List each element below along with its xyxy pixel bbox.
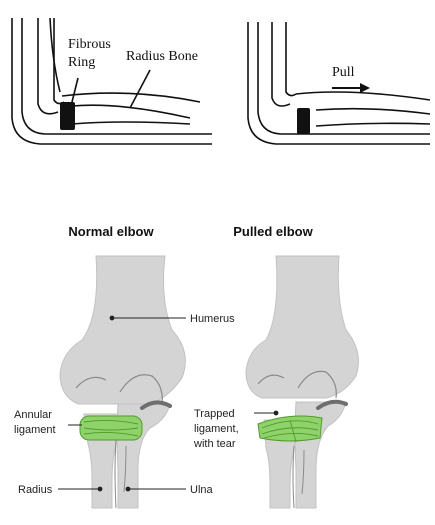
- forearm-upper-line-right: [295, 91, 431, 101]
- radius-label: Radius: [18, 484, 53, 496]
- annular-label-line1: Annular: [14, 409, 52, 421]
- fibrous-ring-block-right: [297, 108, 310, 134]
- humerus-trochlea-line-pulled: [257, 374, 285, 385]
- humerus-label: Humerus: [190, 313, 235, 325]
- fibrous-ring-block: [60, 102, 75, 130]
- ulna-label: Ulna: [190, 484, 214, 496]
- fibrous-ring-pointer: [71, 77, 79, 103]
- radius-pointer-dot: [97, 486, 103, 492]
- radius-ulna-gap: [114, 439, 117, 509]
- ulna-inner-line: [123, 445, 127, 493]
- ulna-cartilage-pulled: [316, 399, 348, 410]
- arm-outline-inner: [21, 18, 212, 135]
- radius-bone-upper: [71, 104, 191, 119]
- trapped-ligament-fibers: [261, 419, 319, 443]
- radius-bone-pulled: [263, 419, 297, 509]
- arm-outline-inner-right: [257, 22, 430, 135]
- radius-bone-label: Radius Bone: [126, 49, 198, 64]
- humerus-outline-left: [37, 18, 59, 115]
- ulna-pointer-dot: [125, 486, 131, 492]
- radius-ulna-gap-pulled: [292, 445, 295, 509]
- arm-outline-outer-right: [247, 22, 430, 145]
- humerus-bone: [59, 255, 186, 405]
- annular-ligament-fibers: [83, 419, 139, 437]
- fibrous-ring-label-line2: Ring: [68, 55, 95, 70]
- pulled-elbow-illustration: [245, 255, 359, 509]
- top-left-sketch: [11, 17, 212, 145]
- humerus-bone-pulled: [245, 255, 359, 399]
- humerus-outline-left-right: [271, 22, 291, 107]
- normal-pointers: [58, 317, 186, 490]
- normal-elbow-illustration: [59, 255, 186, 509]
- fibrous-ring-label-line1: Fibrous: [68, 37, 111, 52]
- pull-arrow: [332, 83, 370, 93]
- arm-outline-outer: [11, 18, 212, 145]
- forearm-upper-line: [61, 92, 201, 103]
- radius-bone-pointer: [129, 69, 151, 109]
- trapped-label-line2: ligament,: [194, 423, 239, 435]
- ulna-inner-line-pulled: [301, 449, 305, 495]
- humerus-outline-right-right: [285, 22, 297, 97]
- trapped-label-line1: Trapped: [194, 408, 235, 420]
- trapped-ligament: [257, 415, 323, 442]
- radius-bone-lower-right: [315, 122, 431, 127]
- top-right-sketch: [247, 22, 431, 145]
- humerus-pointer-dot: [109, 315, 115, 321]
- humerus-trochlea-line: [75, 376, 107, 389]
- pull-label: Pull: [332, 65, 355, 80]
- trapped-pointer-dot: [273, 410, 279, 416]
- humerus-condyle-line-pulled: [297, 370, 337, 399]
- trapped-label-line3: with tear: [193, 438, 236, 450]
- forearm-skin-top: [49, 17, 61, 93]
- humerus-condyle-line: [119, 374, 163, 405]
- ulna-cartilage: [140, 400, 172, 410]
- radius-bone-lower: [71, 121, 191, 125]
- annular-label-line2: ligament: [14, 424, 56, 436]
- pulled-elbow-heading: Pulled elbow: [233, 224, 313, 239]
- radius-bone-upper-right: [315, 107, 431, 115]
- normal-elbow-heading: Normal elbow: [68, 224, 154, 239]
- annular-ligament: [79, 415, 143, 441]
